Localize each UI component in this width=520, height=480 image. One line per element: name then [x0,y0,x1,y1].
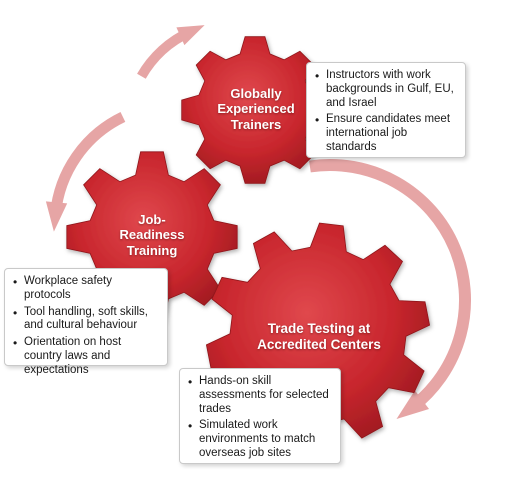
gear-title-line: Trade Testing at [267,321,371,336]
arrow-right-head [396,390,429,419]
gear-title-trainers: Globally Experienced Trainers [196,86,316,132]
bullet-item: Workplace safety protocols [11,275,161,303]
gear-title-job-readiness: Job- Readiness Training [92,212,212,258]
bullet-list: Workplace safety protocols Tool handling… [11,275,161,378]
gear-title-line: Trainers [230,116,282,132]
gear-title-trade-testing: Trade Testing at Accredited Centers [244,321,394,353]
callout-trainers: Instructors with work backgrounds in Gul… [306,62,466,158]
arrow-left-head [45,201,68,232]
bullet-item: Hands-on skill assessments for selected … [186,375,334,416]
gear-title-line: Experienced [217,101,295,117]
bullet-item: Instructors with work backgrounds in Gul… [313,69,459,110]
gear-title-line: Readiness [119,227,185,243]
bullet-item: Orientation on host country laws and exp… [11,336,161,377]
arrow-top [137,25,205,79]
gear-trainers [181,36,329,184]
gear-title-line: Globally [230,86,282,101]
bullet-list: Instructors with work backgrounds in Gul… [313,69,459,155]
callout-job-readiness: Workplace safety protocols Tool handling… [4,268,168,376]
gear-title-line: Accredited Centers [257,336,381,352]
arrow-left [45,111,126,232]
arrow-right [309,158,472,419]
arrow-right-shaft [309,158,472,413]
bullet-item: Tool handling, soft skills, and cultural… [11,306,161,334]
callout-trade-testing: Hands-on skill assessments for selected … [179,368,341,464]
gear-title-line: Job- [138,212,166,227]
arrow-top-head [176,25,205,46]
bullet-item: Simulated work environments to match ove… [186,419,334,460]
bullet-item: Ensure candidates meet international job… [313,113,459,154]
bullet-list: Hands-on skill assessments for selected … [186,375,334,461]
gear-title-line: Training [126,242,178,258]
arrow-left-shaft [50,111,126,215]
